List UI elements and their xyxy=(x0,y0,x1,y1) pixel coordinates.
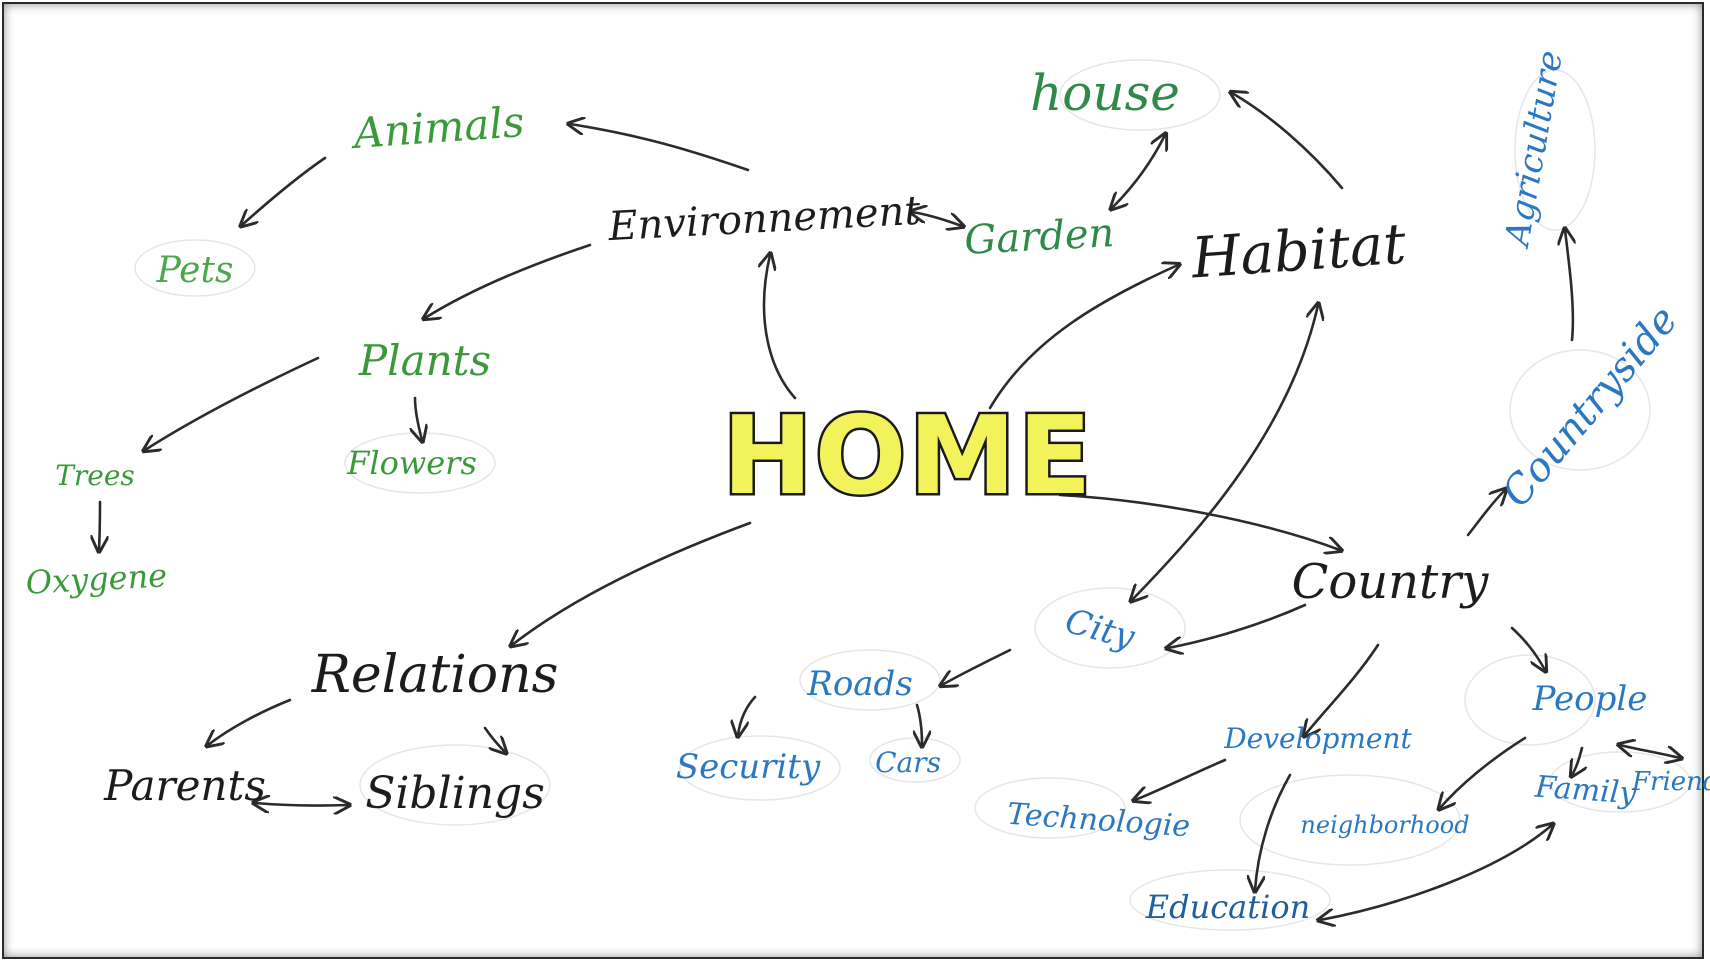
arrow-roads-security xyxy=(738,695,757,735)
node-education: Education xyxy=(1145,888,1310,926)
arrow-roads-cars xyxy=(917,703,922,745)
arrow-relations-siblings xyxy=(483,726,505,752)
arrow-plants-trees xyxy=(145,356,320,450)
node-development: Development xyxy=(1223,722,1412,755)
arrow-education-family xyxy=(1320,825,1552,920)
arrow-people-neighborhood xyxy=(1440,736,1527,808)
node-relations: Relations xyxy=(311,645,559,705)
node-garden: Garden xyxy=(963,210,1115,264)
arrow-trees-oxygene xyxy=(99,500,100,550)
arrow-people-friends xyxy=(1620,745,1680,758)
arrow-environnement-plants xyxy=(425,243,592,318)
node-flowers: Flowers xyxy=(346,444,477,482)
node-family: Family xyxy=(1533,769,1638,811)
node-cars: Cars xyxy=(875,746,941,779)
home-label-outline: HOME xyxy=(722,394,1093,519)
node-siblings: Siblings xyxy=(365,768,545,819)
arrow-development-education xyxy=(1255,773,1292,890)
arrow-animals-pets xyxy=(242,156,327,225)
node-country: Country xyxy=(1292,554,1490,610)
arrow-country-city xyxy=(1168,603,1307,648)
arrow-countryside-agriculture xyxy=(1565,230,1573,342)
arrow-environnement-animals xyxy=(570,124,750,172)
arrow-home-relations xyxy=(512,521,752,645)
arrow-country-countryside xyxy=(1466,490,1505,537)
node-habitat: Habitat xyxy=(1189,212,1409,292)
arrow-development-technologie xyxy=(1135,758,1227,800)
node-city: City xyxy=(1061,601,1140,658)
node-roads: Roads xyxy=(806,664,913,704)
arrow-city-roads xyxy=(942,648,1012,685)
arrow-home-country xyxy=(1058,493,1340,550)
node-house: house xyxy=(1030,64,1180,122)
arrow-plants-flowers xyxy=(415,396,422,440)
node-neighborhood: neighborhood xyxy=(1300,811,1469,839)
arrow-country-development xyxy=(1305,643,1380,735)
node-animals: Animals xyxy=(348,97,526,158)
node-trees: Trees xyxy=(55,459,135,492)
arrow-country-people xyxy=(1510,626,1545,670)
arrow-home-environnement xyxy=(764,255,797,400)
node-parents: Parents xyxy=(103,761,266,810)
node-labels: Environnement Animals Pets Plants Trees … xyxy=(25,48,1710,926)
node-environnement: Environnement xyxy=(606,188,922,250)
arrow-parents-siblings xyxy=(255,803,348,806)
arrow-home-habitat xyxy=(988,265,1178,410)
node-people: People xyxy=(1532,679,1648,719)
connector-arrows xyxy=(99,93,1680,920)
node-countryside: Countryside xyxy=(1493,297,1687,515)
node-oxygene: Oxygene xyxy=(25,556,168,601)
arrow-people-family xyxy=(1572,746,1582,775)
home-center-node: HOME xyxy=(720,392,1094,522)
arrow-relations-parents xyxy=(208,698,292,745)
arrow-habitat-house xyxy=(1232,93,1344,190)
arrow-environnement-garden xyxy=(912,212,962,226)
node-friends: Friends xyxy=(1631,767,1710,797)
arrow-garden-house xyxy=(1112,135,1165,208)
node-security: Security xyxy=(676,747,821,787)
node-plants: Plants xyxy=(358,336,491,385)
arrow-habitat-city xyxy=(1132,305,1318,600)
node-agriculture: Agriculture xyxy=(1497,48,1571,252)
node-pets: Pets xyxy=(156,250,234,291)
